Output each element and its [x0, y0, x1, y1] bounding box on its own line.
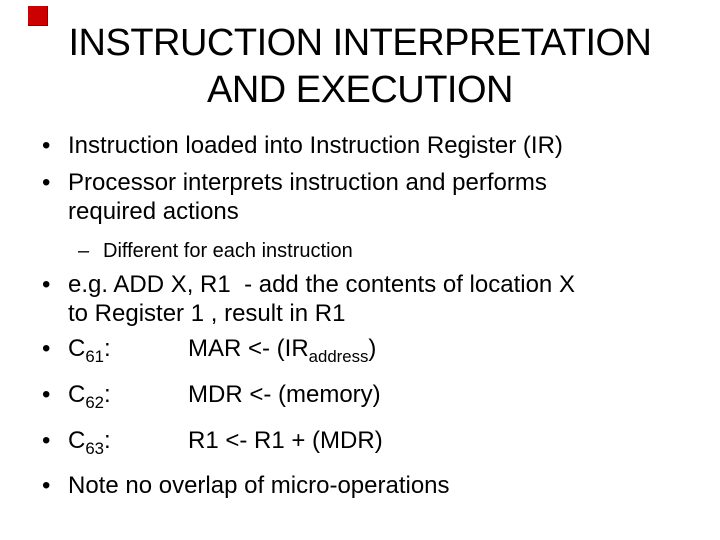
dash-bullet-icon: – — [78, 240, 90, 262]
slide-title-line-1: INSTRUCTION INTERPRETATION — [68, 22, 652, 64]
bullet-text: C61:MAR <- (IRaddress) — [68, 335, 376, 366]
dot-bullet-icon: • — [42, 472, 51, 500]
bullet-text: C63:R1 <- R1 + (MDR) — [68, 427, 383, 458]
bullet-text: C62:MDR <- (memory) — [68, 381, 381, 412]
control-signal-label: C62: — [68, 380, 111, 412]
subscript-text: address — [308, 346, 369, 366]
red-square-decoration — [28, 6, 48, 26]
bullet-item: • C63:R1 <- R1 + (MDR) — [0, 426, 720, 463]
control-signal-label: C63: — [68, 426, 111, 458]
bullet-text: Note no overlap of micro-operations — [68, 472, 450, 500]
dot-bullet-icon: • — [42, 426, 51, 454]
bullet-text: Instruction loaded into Instruction Regi… — [68, 132, 563, 159]
subscript-text: 63 — [85, 438, 105, 458]
bullet-item: • C62:MDR <- (memory) — [0, 380, 720, 417]
slide-body: • Instruction loaded into Instruction Reg… — [0, 131, 720, 500]
bullet-item: • e.g. ADD X, R1 - add the contents of lo… — [0, 270, 720, 328]
slide-title: INSTRUCTION INTERPRETATION AND EXECUTION — [0, 20, 720, 114]
bullet-text: Processor interprets instruction and per… — [68, 169, 547, 225]
dot-bullet-icon: • — [42, 271, 51, 298]
bullet-text: e.g. ADD X, R1 - add the contents of loc… — [68, 271, 575, 327]
bullet-item: • Instruction loaded into Instruction Reg… — [0, 131, 720, 160]
subscript-text: 61 — [85, 346, 105, 366]
bullet-item: –Different for each instruction — [0, 239, 720, 263]
slide-title-line-2: AND EXECUTION — [207, 69, 513, 111]
bullet-item: • Note no overlap of micro-operations — [0, 471, 720, 500]
dot-bullet-icon: • — [42, 335, 51, 362]
bullet-item: • Processor interprets instruction and pe… — [0, 168, 720, 226]
control-signal-label: C61: — [68, 335, 111, 366]
dot-bullet-icon: • — [42, 380, 51, 408]
dot-bullet-icon: • — [42, 132, 51, 159]
subscript-text: 62 — [85, 392, 105, 412]
bullet-item: • C61:MAR <- (IRaddress) — [0, 334, 720, 371]
bullet-text: Different for each instruction — [103, 240, 353, 262]
dot-bullet-icon: • — [42, 169, 51, 196]
